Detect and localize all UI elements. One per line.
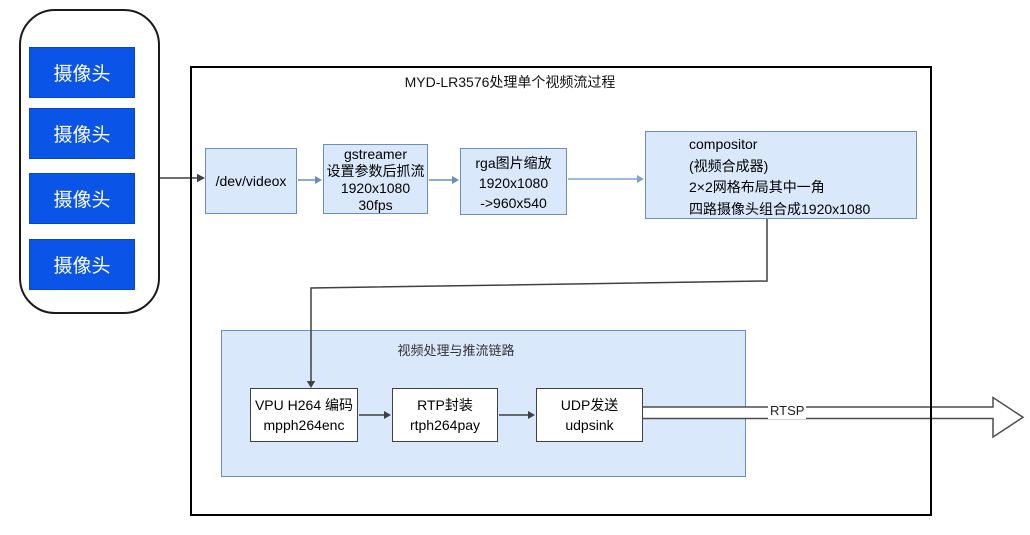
camera-node: 摄像头 bbox=[29, 239, 135, 290]
camera-node: 摄像头 bbox=[29, 47, 135, 98]
node-rga-scaler: rga图片缩放 1920x1080 ->960x540 bbox=[460, 148, 567, 215]
rtsp-label: RTSP bbox=[768, 403, 807, 419]
node-label: rtph264pay bbox=[409, 417, 481, 433]
node-label: udpsink bbox=[565, 417, 614, 433]
node-label: 30fps bbox=[358, 197, 393, 213]
node-udp-sink: UDP发送 udpsink bbox=[536, 388, 643, 442]
node-label: compositor bbox=[689, 136, 758, 152]
arrow-rga-to-compositor bbox=[568, 175, 644, 183]
node-label: 2×2网格布局其中一角 bbox=[689, 179, 825, 195]
node-label: UDP发送 bbox=[560, 397, 619, 413]
pipeline-title: 视频处理与推流链路 bbox=[397, 343, 515, 358]
node-label: 四路摄像头组合成1920x1080 bbox=[689, 200, 871, 217]
arrow-gstreamer-to-rga bbox=[429, 176, 459, 184]
node-label: RTP封装 bbox=[417, 397, 473, 413]
node-gstreamer: gstreamer 设置参数后抓流 1920x1080 30fps bbox=[323, 144, 428, 214]
camera-node: 摄像头 bbox=[29, 108, 135, 159]
node-vpu-encoder: VPU H264 编码 mpph264enc bbox=[250, 388, 358, 442]
node-rtp-payloader: RTP封装 rtph264pay bbox=[392, 388, 498, 442]
node-label: (视频合成器) bbox=[689, 157, 769, 174]
node-label: 1920x1080 bbox=[340, 180, 411, 196]
arrow-devvideo-to-gstreamer bbox=[298, 176, 322, 184]
arrow-cameras-to-devvideo bbox=[160, 173, 205, 183]
node-label: /dev/videox bbox=[215, 172, 287, 189]
node-label: rga图片缩放 bbox=[475, 155, 552, 171]
node-compositor: compositor (视频合成器) 2×2网格布局其中一角 四路摄像头组合成1… bbox=[645, 131, 917, 219]
node-label: ->960x540 bbox=[480, 195, 547, 211]
camera-node: 摄像头 bbox=[29, 173, 135, 224]
node-label: 1920x1080 bbox=[478, 175, 549, 191]
node-label: VPU H264 编码 bbox=[254, 397, 354, 413]
node-label: gstreamer bbox=[343, 146, 408, 162]
node-label: mpph264enc bbox=[263, 417, 345, 433]
process-title: MYD-LR3576处理单个视频流过程 bbox=[404, 74, 616, 90]
node-dev-videox: /dev/videox bbox=[205, 148, 297, 214]
node-label: 设置参数后抓流 bbox=[326, 163, 425, 179]
